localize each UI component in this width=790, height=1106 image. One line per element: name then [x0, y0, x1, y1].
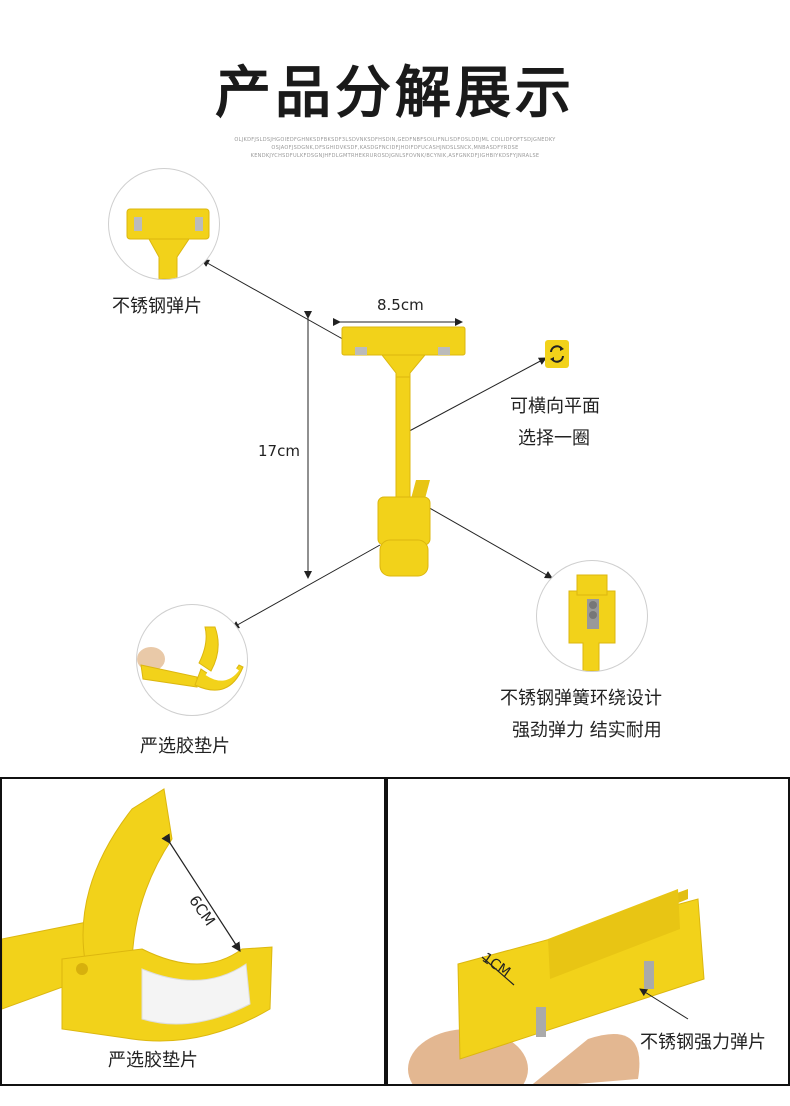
spring-connector: [411, 497, 553, 579]
diagram-lines: [201, 259, 553, 629]
top-clip-connector: [201, 259, 349, 343]
fine-print-line-3: KENDKJYCHSDFULKFDSGNJHFDLGMTRHEKRUROSDJG…: [250, 153, 540, 159]
clip-holder-product: [341, 326, 466, 577]
width-label: 8.5cm: [377, 296, 424, 314]
spring-label-2: 强劲弹力 结实耐用: [512, 720, 662, 741]
bottom-left-panel: [0, 777, 386, 1086]
rotate-label-1: 可横向平面: [510, 396, 600, 417]
fine-print-line-2: OSJAOFJSDGNK,DFSGHIDVKSDF,KASDGFNCIDFJHO…: [271, 145, 519, 151]
pad-connector: [231, 544, 381, 629]
height-label: 17cm: [258, 442, 300, 460]
page-title: 产品分解展示: [215, 61, 575, 126]
rotate-icon: [545, 340, 569, 368]
pad-label: 严选胶垫片: [140, 736, 230, 757]
top-clip-label: 不锈钢弹片: [112, 296, 202, 317]
rotate-label-2: 选择一圈: [518, 428, 590, 449]
rotate-connector: [399, 357, 547, 437]
bottom-spring-label: 不锈钢强力弹片: [640, 1032, 766, 1053]
bottom-pad-label: 严选胶垫片: [108, 1050, 198, 1071]
spring-label-1: 不锈钢弹簧环绕设计: [500, 688, 662, 709]
spring-detail-circle: [536, 560, 648, 672]
top-clip-detail-circle: [108, 168, 220, 280]
fine-print-line-1: OLJKDFJSLDSJHGOIEDFGHNKSDFBKSDF3LSDVNKSD…: [234, 137, 556, 143]
bottom-right-panel: [386, 777, 790, 1086]
pad-detail-circle: [136, 604, 248, 716]
